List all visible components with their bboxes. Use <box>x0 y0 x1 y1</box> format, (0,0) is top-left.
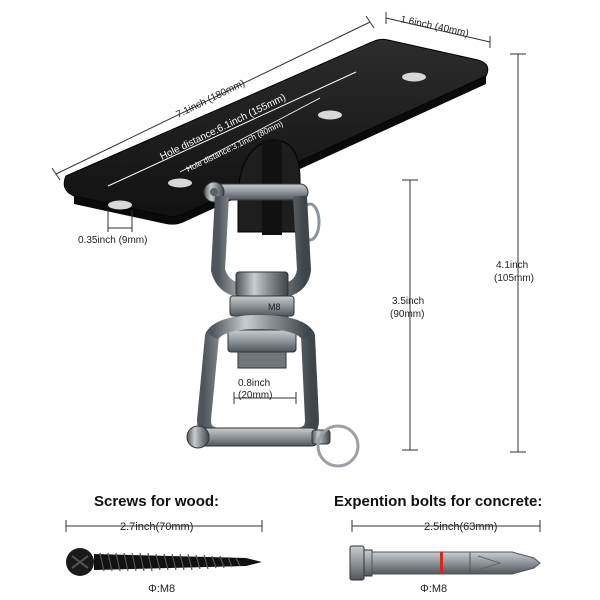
hole-diameter-label: 0.35inch (9mm) <box>78 235 147 246</box>
screws-heading: Screws for wood: <box>94 493 219 510</box>
bolts-heading: Expention bolts for concrete: <box>334 493 542 510</box>
plate-hole <box>318 110 342 120</box>
screw-thread-label: Φ:M8 <box>148 583 175 595</box>
shackle-height-dimension: 3.5inch (90mm) <box>390 179 424 451</box>
expansion-bolt-section: Expention bolts for concrete: 2.5inch(63… <box>334 493 542 595</box>
hole-diameter-dimension: 0.35inch (9mm) <box>78 210 147 246</box>
mounting-plate <box>63 38 489 225</box>
wood-screw-icon <box>66 548 262 576</box>
plate-hole <box>402 72 426 82</box>
swivel-hook: M8 <box>186 139 360 468</box>
total-height-dimension: 4.1inch (105mm) <box>494 53 534 453</box>
shackle-height-mm-label: (90mm) <box>390 309 424 320</box>
shackle-height-inch-label: 3.5inch <box>392 296 424 307</box>
total-height-inch-label: 4.1inch <box>496 260 528 271</box>
expansion-bolt-icon <box>349 545 541 581</box>
total-height-mm-label: (105mm) <box>494 273 534 284</box>
opening-mm-label: (20mm) <box>238 390 272 401</box>
screw-length-label: 2.7inch(70mm) <box>120 521 193 533</box>
plate-hole <box>108 200 132 210</box>
plate-width-label: 1.6inch (40mm) <box>399 14 469 39</box>
bolt-length-label: 2.5inch(63mm) <box>424 521 497 533</box>
wood-screw-section: Screws for wood: 2.7inch(70mm) Φ:M8 <box>65 493 263 595</box>
bolt-thread-label: Φ:M8 <box>420 583 447 595</box>
opening-dimension: 0.8inch (20mm) <box>233 378 297 404</box>
swivel-stamp: M8 <box>268 302 281 312</box>
plate-hole <box>168 178 192 188</box>
opening-inch-label: 0.8inch <box>238 378 270 389</box>
